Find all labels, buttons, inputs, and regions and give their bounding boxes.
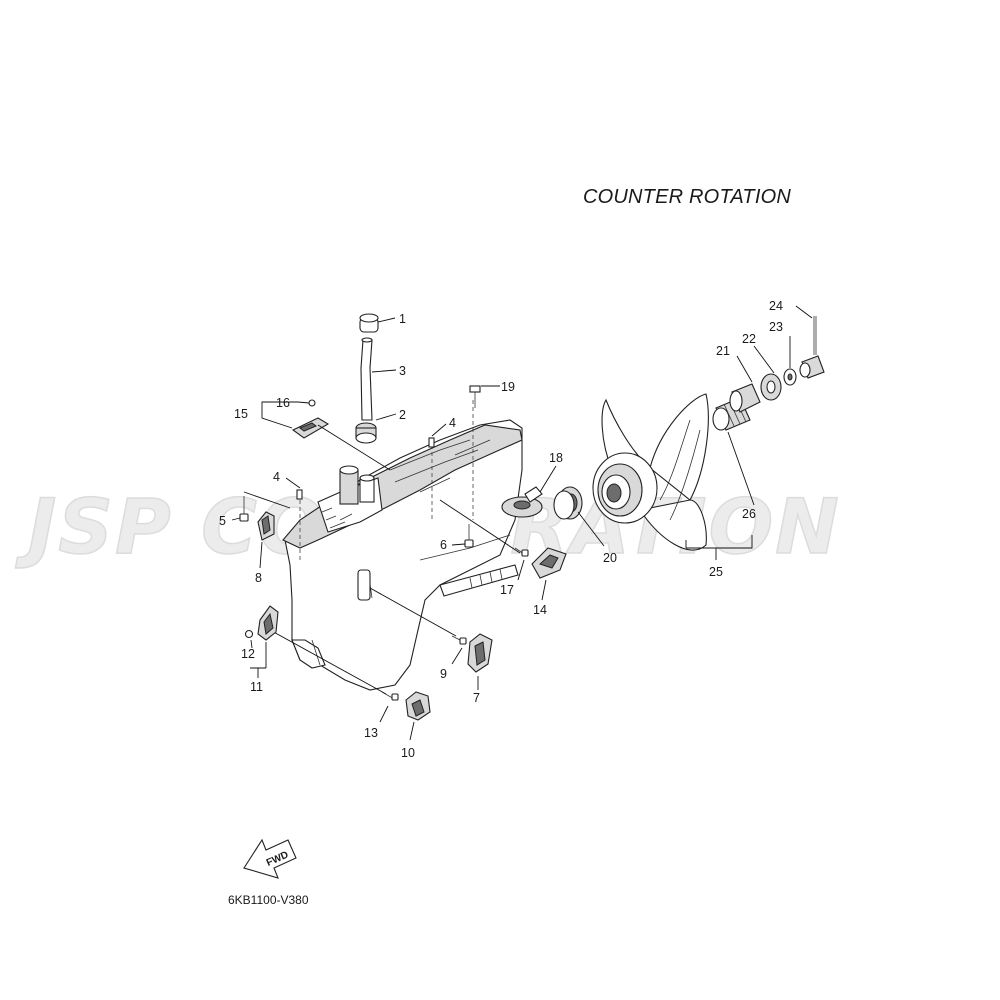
- callout-21: 21: [716, 344, 730, 358]
- part-9-screw: [369, 587, 467, 665]
- callout-18: 18: [549, 451, 563, 465]
- part-14-anode-plate: [531, 547, 567, 601]
- callout-22: 22: [742, 332, 756, 346]
- assembly-dash-lines: [299, 400, 474, 560]
- part-5-bolt: [231, 491, 291, 522]
- callout-9: 9: [440, 667, 447, 681]
- part-15-cover-plate: [261, 399, 391, 471]
- part-10-cover: [405, 691, 431, 741]
- callout-4b: 4: [273, 470, 280, 484]
- callout-25: 25: [709, 565, 723, 579]
- callout-8: 8: [255, 571, 262, 585]
- callout-14: 14: [533, 603, 547, 617]
- diagram-code: 6KB1100-V380: [228, 893, 309, 907]
- part-17-screw: [439, 499, 529, 581]
- callout-12: 12: [241, 647, 255, 661]
- part-13-screw: [269, 629, 399, 723]
- part-11-bracket: [250, 605, 279, 678]
- part-12-nut: [244, 629, 254, 649]
- part-6-bolt: [451, 524, 474, 548]
- callout-26: 26: [742, 507, 756, 521]
- callout-24: 24: [769, 299, 783, 313]
- part-2-seal: [355, 413, 397, 444]
- callout-6: 6: [440, 538, 447, 552]
- callout-13: 13: [364, 726, 378, 740]
- diagram-title: COUNTER ROTATION: [583, 186, 792, 208]
- part-22-washer: [753, 345, 782, 401]
- part-3-water-tube: [360, 337, 397, 421]
- callout-19: 19: [501, 380, 515, 394]
- part-8-anode: [257, 511, 275, 569]
- callout-1: 1: [399, 312, 406, 326]
- part-1-grommet-cap: [359, 313, 396, 333]
- part-21-spacer: [729, 355, 761, 413]
- callout-17: 17: [500, 583, 514, 597]
- callout-labels: 1 2 3 4 4 5 6 7 8 9 10 11 12 13 14 15 16…: [219, 299, 783, 760]
- lower-case-housing: [282, 419, 523, 691]
- part-18-anode: [501, 465, 557, 518]
- callout-10: 10: [401, 746, 415, 760]
- callout-20: 20: [603, 551, 617, 565]
- callout-15: 15: [234, 407, 248, 421]
- callout-11: 11: [250, 680, 263, 694]
- callout-23: 23: [769, 320, 783, 334]
- callout-7: 7: [473, 691, 480, 705]
- part-7-cover: [467, 633, 493, 690]
- fwd-arrow-icon: FWD: [243, 838, 297, 879]
- part-19-bolt: [469, 385, 500, 408]
- callout-16: 16: [276, 396, 290, 410]
- part-4-dowel-pins: [285, 423, 447, 500]
- part-25-propeller: [592, 393, 753, 560]
- part-24-cotter-pin: [795, 305, 825, 379]
- callout-2: 2: [399, 408, 406, 422]
- callout-5: 5: [219, 514, 226, 528]
- callout-4a: 4: [449, 416, 456, 430]
- callout-3: 3: [399, 364, 406, 378]
- part-20-thrust-spacer: [553, 486, 605, 547]
- part-23-washer: [783, 336, 797, 386]
